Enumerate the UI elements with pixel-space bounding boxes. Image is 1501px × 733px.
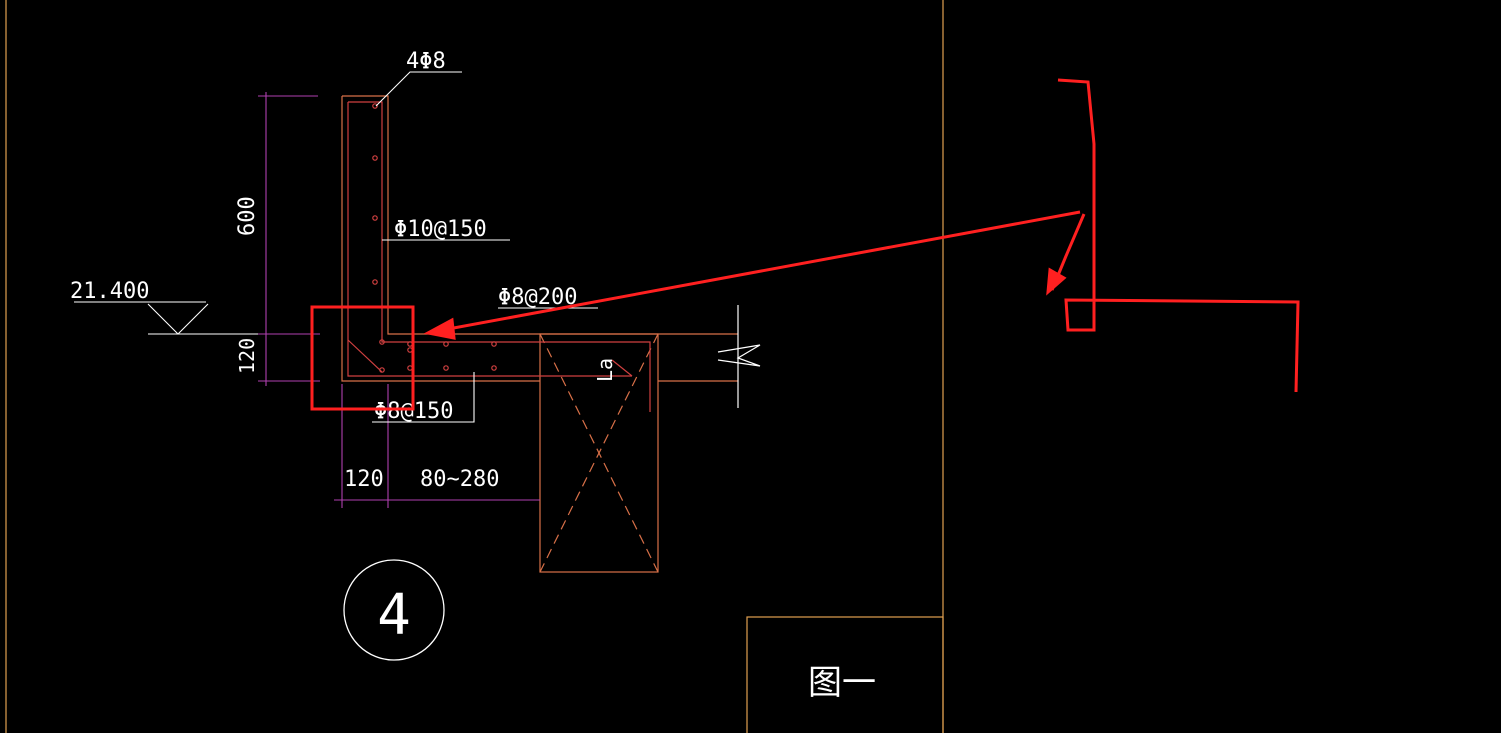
dimension-width-range: 80~280 xyxy=(420,467,499,492)
anchorage-label: La xyxy=(593,358,617,382)
rebar-lines xyxy=(347,101,651,412)
detail-circle xyxy=(343,559,445,661)
sketch-arrow-head xyxy=(1046,267,1067,296)
rebar-dot xyxy=(372,155,378,161)
top-rebar-label: 4Φ8 xyxy=(406,49,446,74)
vertical-rebar-label: Φ10@150 xyxy=(394,217,487,242)
pointer-arrow-line xyxy=(431,210,1081,334)
sketch-wall-outline xyxy=(1057,78,1300,393)
rebar-dot xyxy=(379,339,385,345)
elevation-label: 21.400 xyxy=(70,279,149,304)
highlight-box xyxy=(310,305,415,411)
red-annotation-markup xyxy=(310,78,1300,411)
rebar-dots xyxy=(372,103,497,373)
rebar-dot xyxy=(372,215,378,221)
rebar-dot xyxy=(491,341,497,347)
dimension-lines xyxy=(258,92,540,508)
leader-lines xyxy=(74,71,598,423)
slab-rebar-label: Φ8@200 xyxy=(498,285,577,310)
dimension-width-120: 120 xyxy=(344,467,384,492)
dimension-height-120: 120 xyxy=(235,338,259,374)
support-beam xyxy=(539,333,659,573)
rebar-dot xyxy=(379,367,385,373)
rebar-dot xyxy=(491,365,497,371)
detail-number: 4 xyxy=(377,583,411,648)
rebar-dot xyxy=(372,103,378,109)
pointer-arrow-head xyxy=(423,317,456,340)
dimension-height-600: 600 xyxy=(235,196,260,236)
sheet-label: 图一 xyxy=(808,663,876,703)
rebar-dot xyxy=(372,279,378,285)
rebar-dot xyxy=(443,365,449,371)
sheet-frame xyxy=(5,0,944,733)
rebar-dot xyxy=(443,341,449,347)
concrete-outline xyxy=(341,95,761,408)
